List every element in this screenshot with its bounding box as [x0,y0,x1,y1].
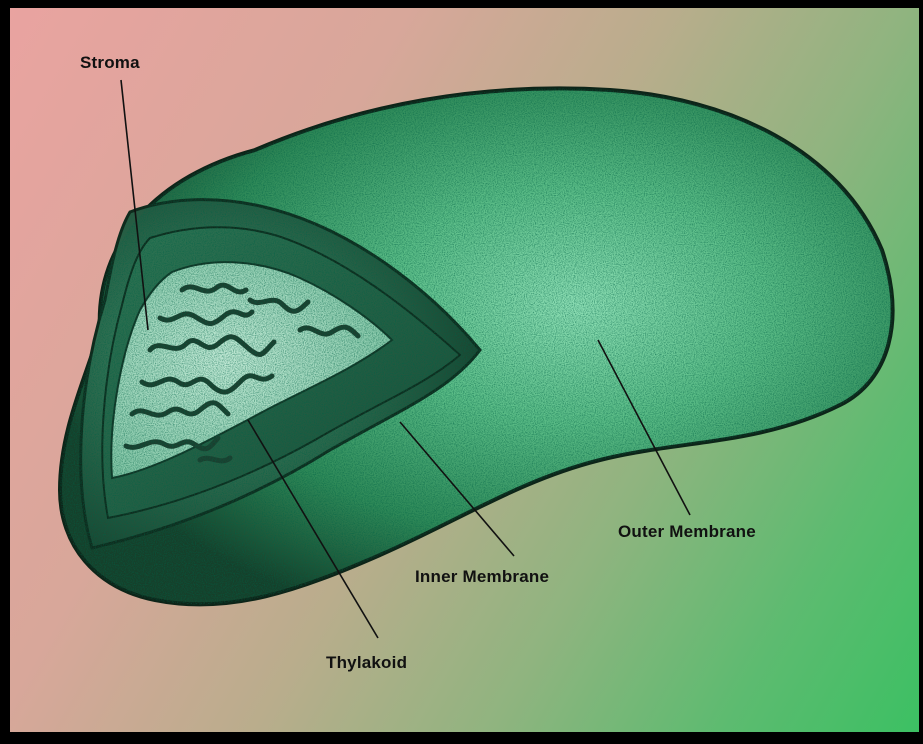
chloroplast-diagram: Stroma Outer Membrane Inner Membrane Thy… [10,8,919,732]
grain-texture [50,80,910,620]
thylakoid-label: Thylakoid [326,653,407,672]
stroma-label: Stroma [80,53,140,72]
outer-membrane-label: Outer Membrane [618,522,756,541]
diagram-panel: Stroma Outer Membrane Inner Membrane Thy… [10,8,919,732]
inner-membrane-label: Inner Membrane [415,567,549,586]
